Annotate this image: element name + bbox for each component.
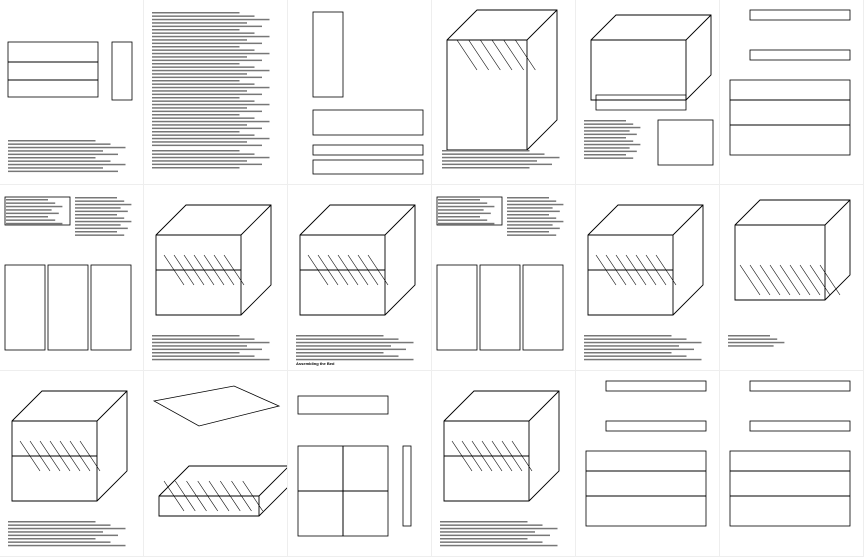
plan-drawing [584,14,714,166]
plan-drawing [585,380,707,527]
plan-page-parts-flat [720,0,864,185]
plan-page-iso-cabinet [144,185,288,371]
plan-page-iso-cabinet [0,371,144,557]
plan-page-iso-bed-frame [144,371,288,557]
plan-page-iso-frame [432,0,576,185]
plan-page-table-text [432,185,576,371]
plan-drawing [152,385,287,517]
plan-drawing [728,199,851,347]
plan-drawing [440,390,560,547]
plan-drawing [8,390,128,547]
plan-drawing [7,41,133,173]
plan-page-iso-cabinet [576,185,720,371]
plan-drawing [729,380,851,527]
plan-drawing [584,204,704,361]
plan-drawing [729,9,851,156]
plan-page-text [144,0,288,185]
plan-page-front-elevation [288,371,432,557]
plan-drawing [152,12,270,169]
plan-drawing [442,9,560,169]
plan-drawing [4,196,132,351]
plan-drawing [312,11,424,175]
plan-page-parts-flat [720,371,864,557]
section-heading: Assembling the Bed [296,361,335,366]
plan-drawing [436,196,564,351]
plan-page-table-text [0,185,144,371]
plan-page-iso-cabinet [288,185,432,371]
plan-page-iso-cabinet [432,371,576,557]
plan-drawing [152,204,272,361]
plan-drawing [297,395,412,537]
plan-page-iso-drawer [576,0,720,185]
plan-page-iso-bed [720,185,864,371]
plan-drawing [296,204,416,361]
plan-page-parts-flat [576,371,720,557]
plan-page-panel-detail [288,0,432,185]
plan-page-cover-views [0,0,144,185]
